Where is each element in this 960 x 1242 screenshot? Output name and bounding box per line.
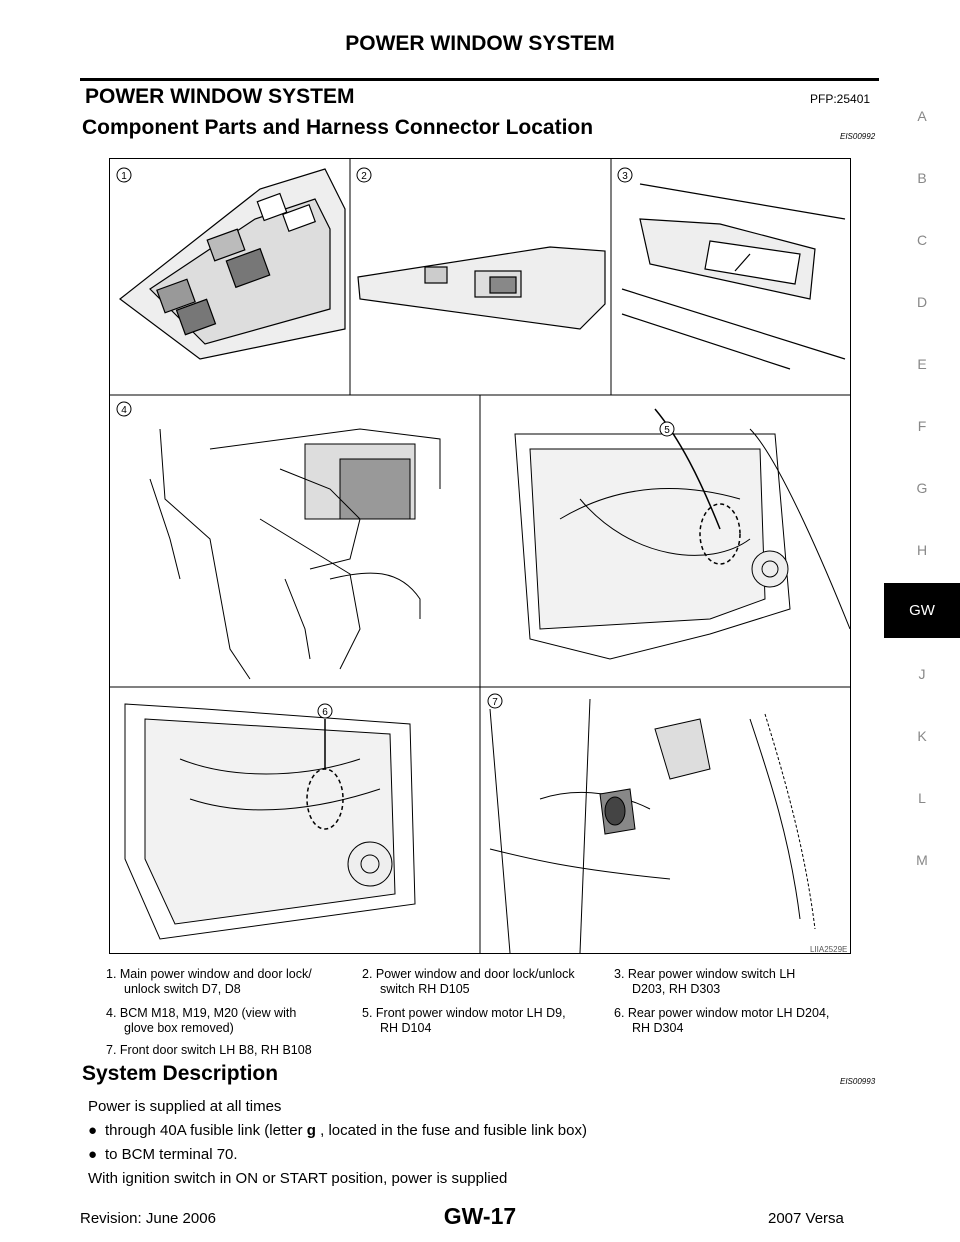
- figure-code: LIIA2529E: [810, 945, 848, 954]
- callout-6: [317, 703, 333, 719]
- callout-2-label: 2: [361, 171, 367, 182]
- door-switch-illustration: [489, 698, 816, 954]
- system-description-code: EIS00993: [840, 1077, 876, 1086]
- rh-switch-illustration: [357, 246, 606, 330]
- power-supply-intro: Power is supplied at all times: [88, 1098, 282, 1115]
- index-letter-a[interactable]: A: [917, 108, 927, 124]
- index-letter-c[interactable]: C: [916, 232, 928, 248]
- index-tab-active[interactable]: GW: [884, 583, 960, 638]
- callout-5: [659, 421, 675, 437]
- bullet-icon: ●: [88, 1122, 98, 1139]
- index-letter-g[interactable]: G: [916, 480, 928, 496]
- ignition-power-text: With ignition switch in ON or START posi…: [88, 1170, 508, 1187]
- callout-markers: [116, 167, 675, 719]
- system-description-title: System Description: [82, 1062, 279, 1085]
- page-header-title: POWER WINDOW SYSTEM: [345, 32, 615, 55]
- footer-page-number: GW-17: [443, 1203, 517, 1229]
- component-code: EIS00992: [840, 132, 876, 141]
- front-door-illustration: [514, 408, 851, 660]
- section-title-text: POWER WINDOW SYSTEM: [85, 85, 355, 108]
- footer-revision: Revision: June 2006: [80, 1210, 216, 1227]
- component-illustration: 1 2 3 4 5 6 7: [110, 159, 851, 954]
- footer-model: 2007 Versa: [768, 1210, 844, 1227]
- legend-item-2: 2. Power window and door lock/unlock swi…: [362, 967, 575, 996]
- callout-3-label: 3: [622, 171, 628, 182]
- main-switch-illustration: [119, 168, 346, 360]
- legend-item-6: 6. Rear power window motor LH D204, RH D…: [614, 1006, 830, 1035]
- bcm-illustration: [149, 428, 441, 680]
- callout-6-label: 6: [322, 707, 328, 718]
- bullet-icon: ●: [88, 1146, 98, 1163]
- header-rule: [80, 78, 879, 81]
- legend-item-5: 5. Front power window motor LH D9, RH D1…: [362, 1006, 566, 1035]
- index-letter-j[interactable]: J: [918, 666, 926, 682]
- component-location-figure: 1 2 3 4 5 6 7 LIIA2529E: [109, 158, 851, 954]
- legend-item-4: 4. BCM M18, M19, M20 (view with glove bo…: [106, 1006, 297, 1035]
- callout-2: [356, 167, 372, 183]
- index-letter-k[interactable]: K: [917, 728, 927, 744]
- rear-switch-illustration: [621, 183, 846, 370]
- legend-item-3: 3. Rear power window switch LH D203, RH …: [614, 967, 796, 996]
- callout-4-label: 4: [121, 405, 127, 416]
- section-code: PFP:25401: [810, 92, 871, 106]
- callout-1-label: 1: [121, 171, 127, 182]
- callout-4: [116, 401, 132, 417]
- callout-3: [617, 167, 633, 183]
- legend-item-1: 1. Main power window and door lock/ unlo…: [106, 967, 312, 996]
- index-letter-h[interactable]: H: [916, 542, 928, 558]
- index-letter-d[interactable]: D: [916, 294, 928, 310]
- legend-item-7: 7. Front door switch LH B8, RH B108: [106, 1043, 312, 1057]
- index-letter-b[interactable]: B: [917, 170, 927, 186]
- index-letter-f[interactable]: F: [917, 418, 927, 434]
- index-letter-e[interactable]: E: [917, 356, 927, 372]
- rear-door-illustration: [124, 703, 416, 940]
- callout-1: [116, 167, 132, 183]
- index-letter-m[interactable]: M: [916, 852, 928, 868]
- callout-7: [487, 693, 503, 709]
- index-letter-l[interactable]: L: [918, 790, 926, 806]
- section-title: POWER WINDOW SYSTEM: [85, 85, 355, 109]
- callout-5-label: 5: [664, 425, 670, 436]
- callout-7-label: 7: [492, 697, 498, 708]
- component-title: Component Parts and Harness Connector Lo…: [82, 116, 594, 139]
